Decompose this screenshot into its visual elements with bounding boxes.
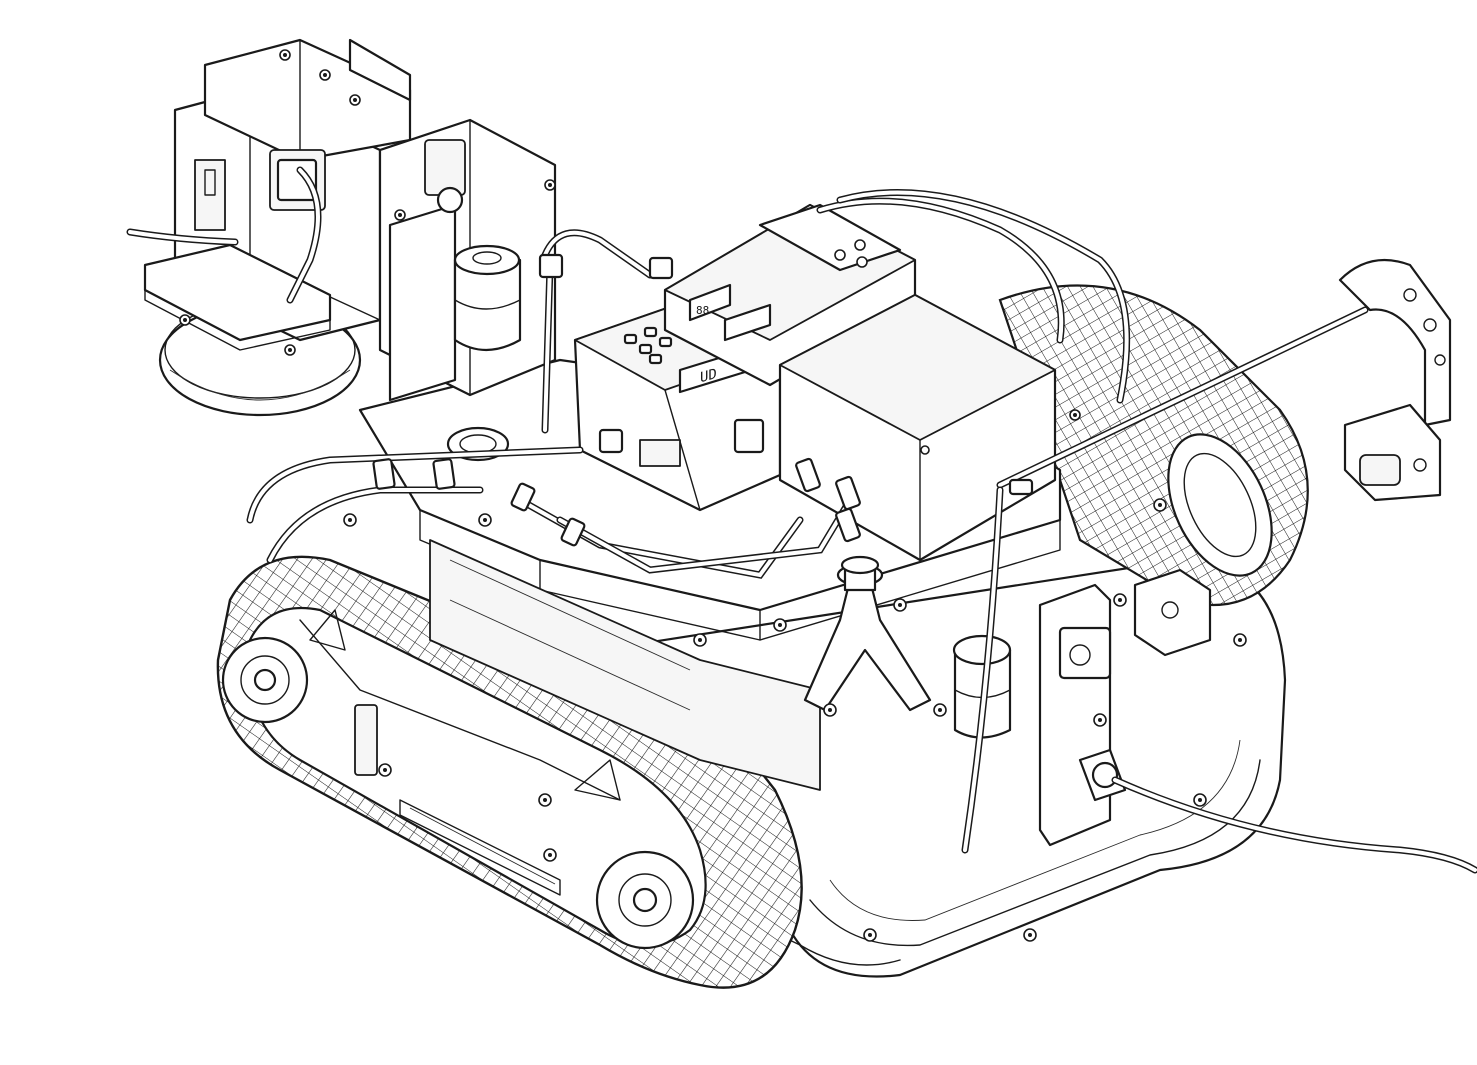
button: [658, 336, 673, 348]
display-panel: [688, 283, 732, 322]
button: [638, 343, 653, 355]
cable-bundle: [246, 166, 1477, 874]
display-text-ud: UD: [700, 366, 717, 386]
rear-wheel-hub: [595, 850, 695, 950]
y-bracket: [803, 555, 932, 712]
cable-connectors: [372, 253, 1034, 547]
button: [623, 333, 638, 345]
control-box-rear: 88: [663, 203, 917, 387]
center-motor-assembly: [378, 118, 557, 402]
button: [648, 353, 663, 365]
left-module-stack: [126, 38, 412, 351]
rear-track: [998, 284, 1309, 607]
display-text-88: 88: [696, 304, 709, 317]
rear-upright: [1038, 568, 1212, 847]
button: [643, 326, 658, 338]
fastener-bolts: [179, 49, 1247, 942]
front-wheel-hub: [221, 636, 309, 724]
front-track: [216, 555, 803, 989]
sensor-arm: [996, 258, 1452, 502]
